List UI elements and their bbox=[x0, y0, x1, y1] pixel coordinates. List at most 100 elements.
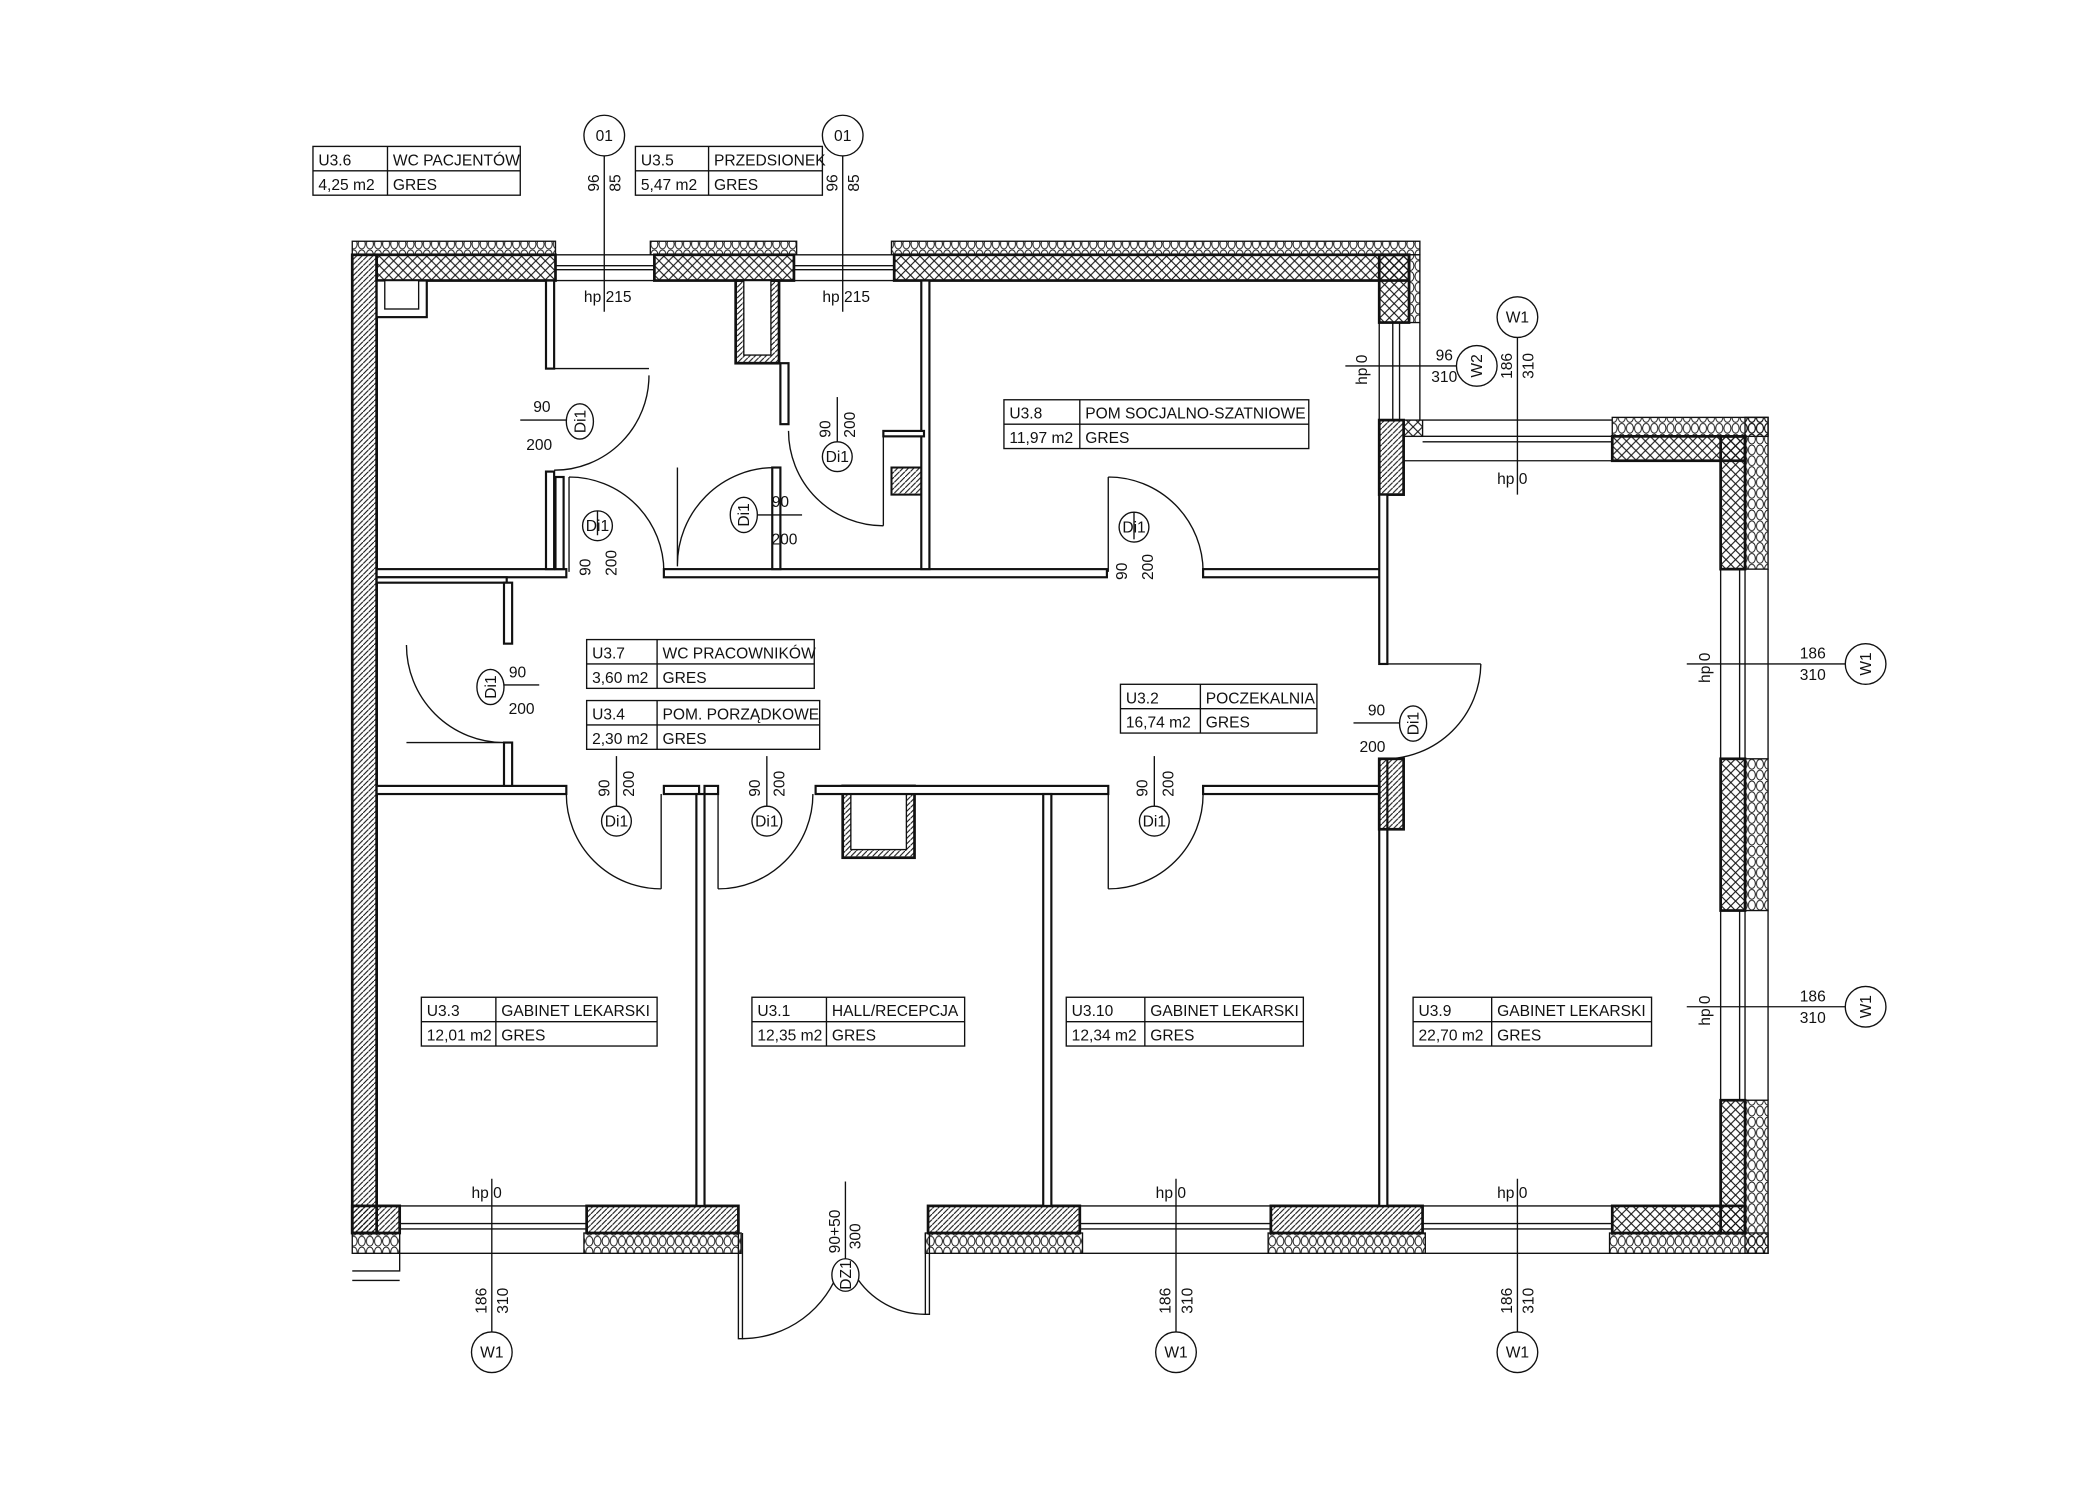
window-sill: 96 bbox=[586, 174, 603, 191]
room-area: 4,25 m2 bbox=[318, 177, 374, 194]
door-width: 90 bbox=[509, 665, 527, 682]
door-tag-label: Di1 bbox=[736, 503, 753, 526]
door-height: 200 bbox=[603, 550, 620, 576]
door-width: 90 bbox=[578, 558, 595, 576]
window-hp: hp 215 bbox=[822, 289, 870, 306]
door-tag-ellipse bbox=[476, 668, 505, 706]
room-area: 16,74 m2 bbox=[1126, 715, 1191, 732]
window-tag-label: W1 bbox=[1506, 1345, 1529, 1362]
door-height: 200 bbox=[1359, 739, 1385, 756]
window-hp: hp 0 bbox=[1354, 354, 1371, 385]
window-sill: 96 bbox=[1436, 347, 1453, 364]
window-tag-circle bbox=[1155, 1331, 1197, 1374]
door-tag-label: Di1 bbox=[1143, 814, 1166, 831]
room-area: 5,47 m2 bbox=[641, 177, 697, 194]
window-height: 85 bbox=[608, 174, 625, 192]
room-area: 11,97 m2 bbox=[1009, 430, 1073, 447]
window-tag-circle bbox=[1455, 344, 1498, 387]
door-tag-ellipse bbox=[565, 403, 595, 440]
room-area: 22,70 m2 bbox=[1419, 1028, 1484, 1045]
window-tag-label: W1 bbox=[1858, 995, 1875, 1018]
room-id: U3.3 bbox=[427, 1003, 460, 1020]
room-floor: GRES bbox=[663, 731, 707, 748]
door-height: 300 bbox=[847, 1223, 864, 1249]
room-id: U3.10 bbox=[1072, 1003, 1114, 1020]
window-tag-circle bbox=[470, 1331, 513, 1374]
room-name: POM. PORZĄDKOWE bbox=[663, 707, 820, 724]
room-floor: GRES bbox=[832, 1028, 876, 1045]
room-floor: GRES bbox=[663, 670, 707, 687]
window-tag-label: W1 bbox=[480, 1345, 503, 1362]
door-tag-ellipse bbox=[831, 1258, 860, 1292]
room-id: U3.1 bbox=[757, 1003, 790, 1020]
door-height: 200 bbox=[1140, 554, 1157, 580]
window-sill: 186 bbox=[1800, 646, 1826, 663]
window-hp: hp 0 bbox=[1497, 471, 1528, 488]
room-area: 3,60 m2 bbox=[592, 670, 648, 687]
room-id: U3.2 bbox=[1126, 690, 1159, 707]
room-name: POCZEKALNIA bbox=[1206, 690, 1316, 707]
room-area: 12,01 m2 bbox=[427, 1028, 492, 1045]
door-tag-label: Di1 bbox=[826, 449, 849, 466]
door-width: 90 bbox=[747, 779, 764, 797]
window-sill: 186 bbox=[1800, 988, 1826, 1005]
window-tag-circle bbox=[1844, 985, 1887, 1028]
room-id: U3.6 bbox=[318, 152, 351, 169]
room-name: WC PACJENTÓW bbox=[393, 150, 520, 169]
room-name: HALL/RECEPCJA bbox=[832, 1003, 959, 1020]
door-width: 90 bbox=[533, 399, 551, 416]
window-height: 310 bbox=[1431, 369, 1457, 386]
door-width: 90 bbox=[1135, 779, 1152, 797]
room-id: U3.9 bbox=[1419, 1003, 1452, 1020]
room-floor: GRES bbox=[501, 1028, 545, 1045]
window-tag-circle bbox=[821, 114, 864, 157]
door-height: 200 bbox=[509, 701, 535, 718]
window-height: 310 bbox=[1521, 353, 1538, 379]
room-floor: GRES bbox=[1150, 1028, 1194, 1045]
door-width: 90 bbox=[818, 420, 835, 438]
room-name: POM SOCJALNO-SZATNIOWE bbox=[1085, 406, 1305, 423]
door-width: 90 bbox=[1114, 562, 1131, 580]
window-height: 310 bbox=[1800, 667, 1826, 684]
window-sill: 186 bbox=[1158, 1288, 1175, 1314]
window-hp: hp 215 bbox=[584, 289, 632, 306]
window-tag-circle bbox=[1496, 1331, 1539, 1374]
room-area: 12,34 m2 bbox=[1072, 1028, 1137, 1045]
door-width: 90 bbox=[1368, 702, 1386, 719]
room-label[interactable]: U3.1 HALL/RECEPCJA 12,35 m2 GRES bbox=[751, 996, 966, 1047]
window-sill: 186 bbox=[473, 1288, 490, 1314]
room-area: 2,30 m2 bbox=[592, 731, 648, 748]
room-area: 12,35 m2 bbox=[757, 1028, 822, 1045]
room-name: GABINET LEKARSKI bbox=[1497, 1003, 1646, 1020]
